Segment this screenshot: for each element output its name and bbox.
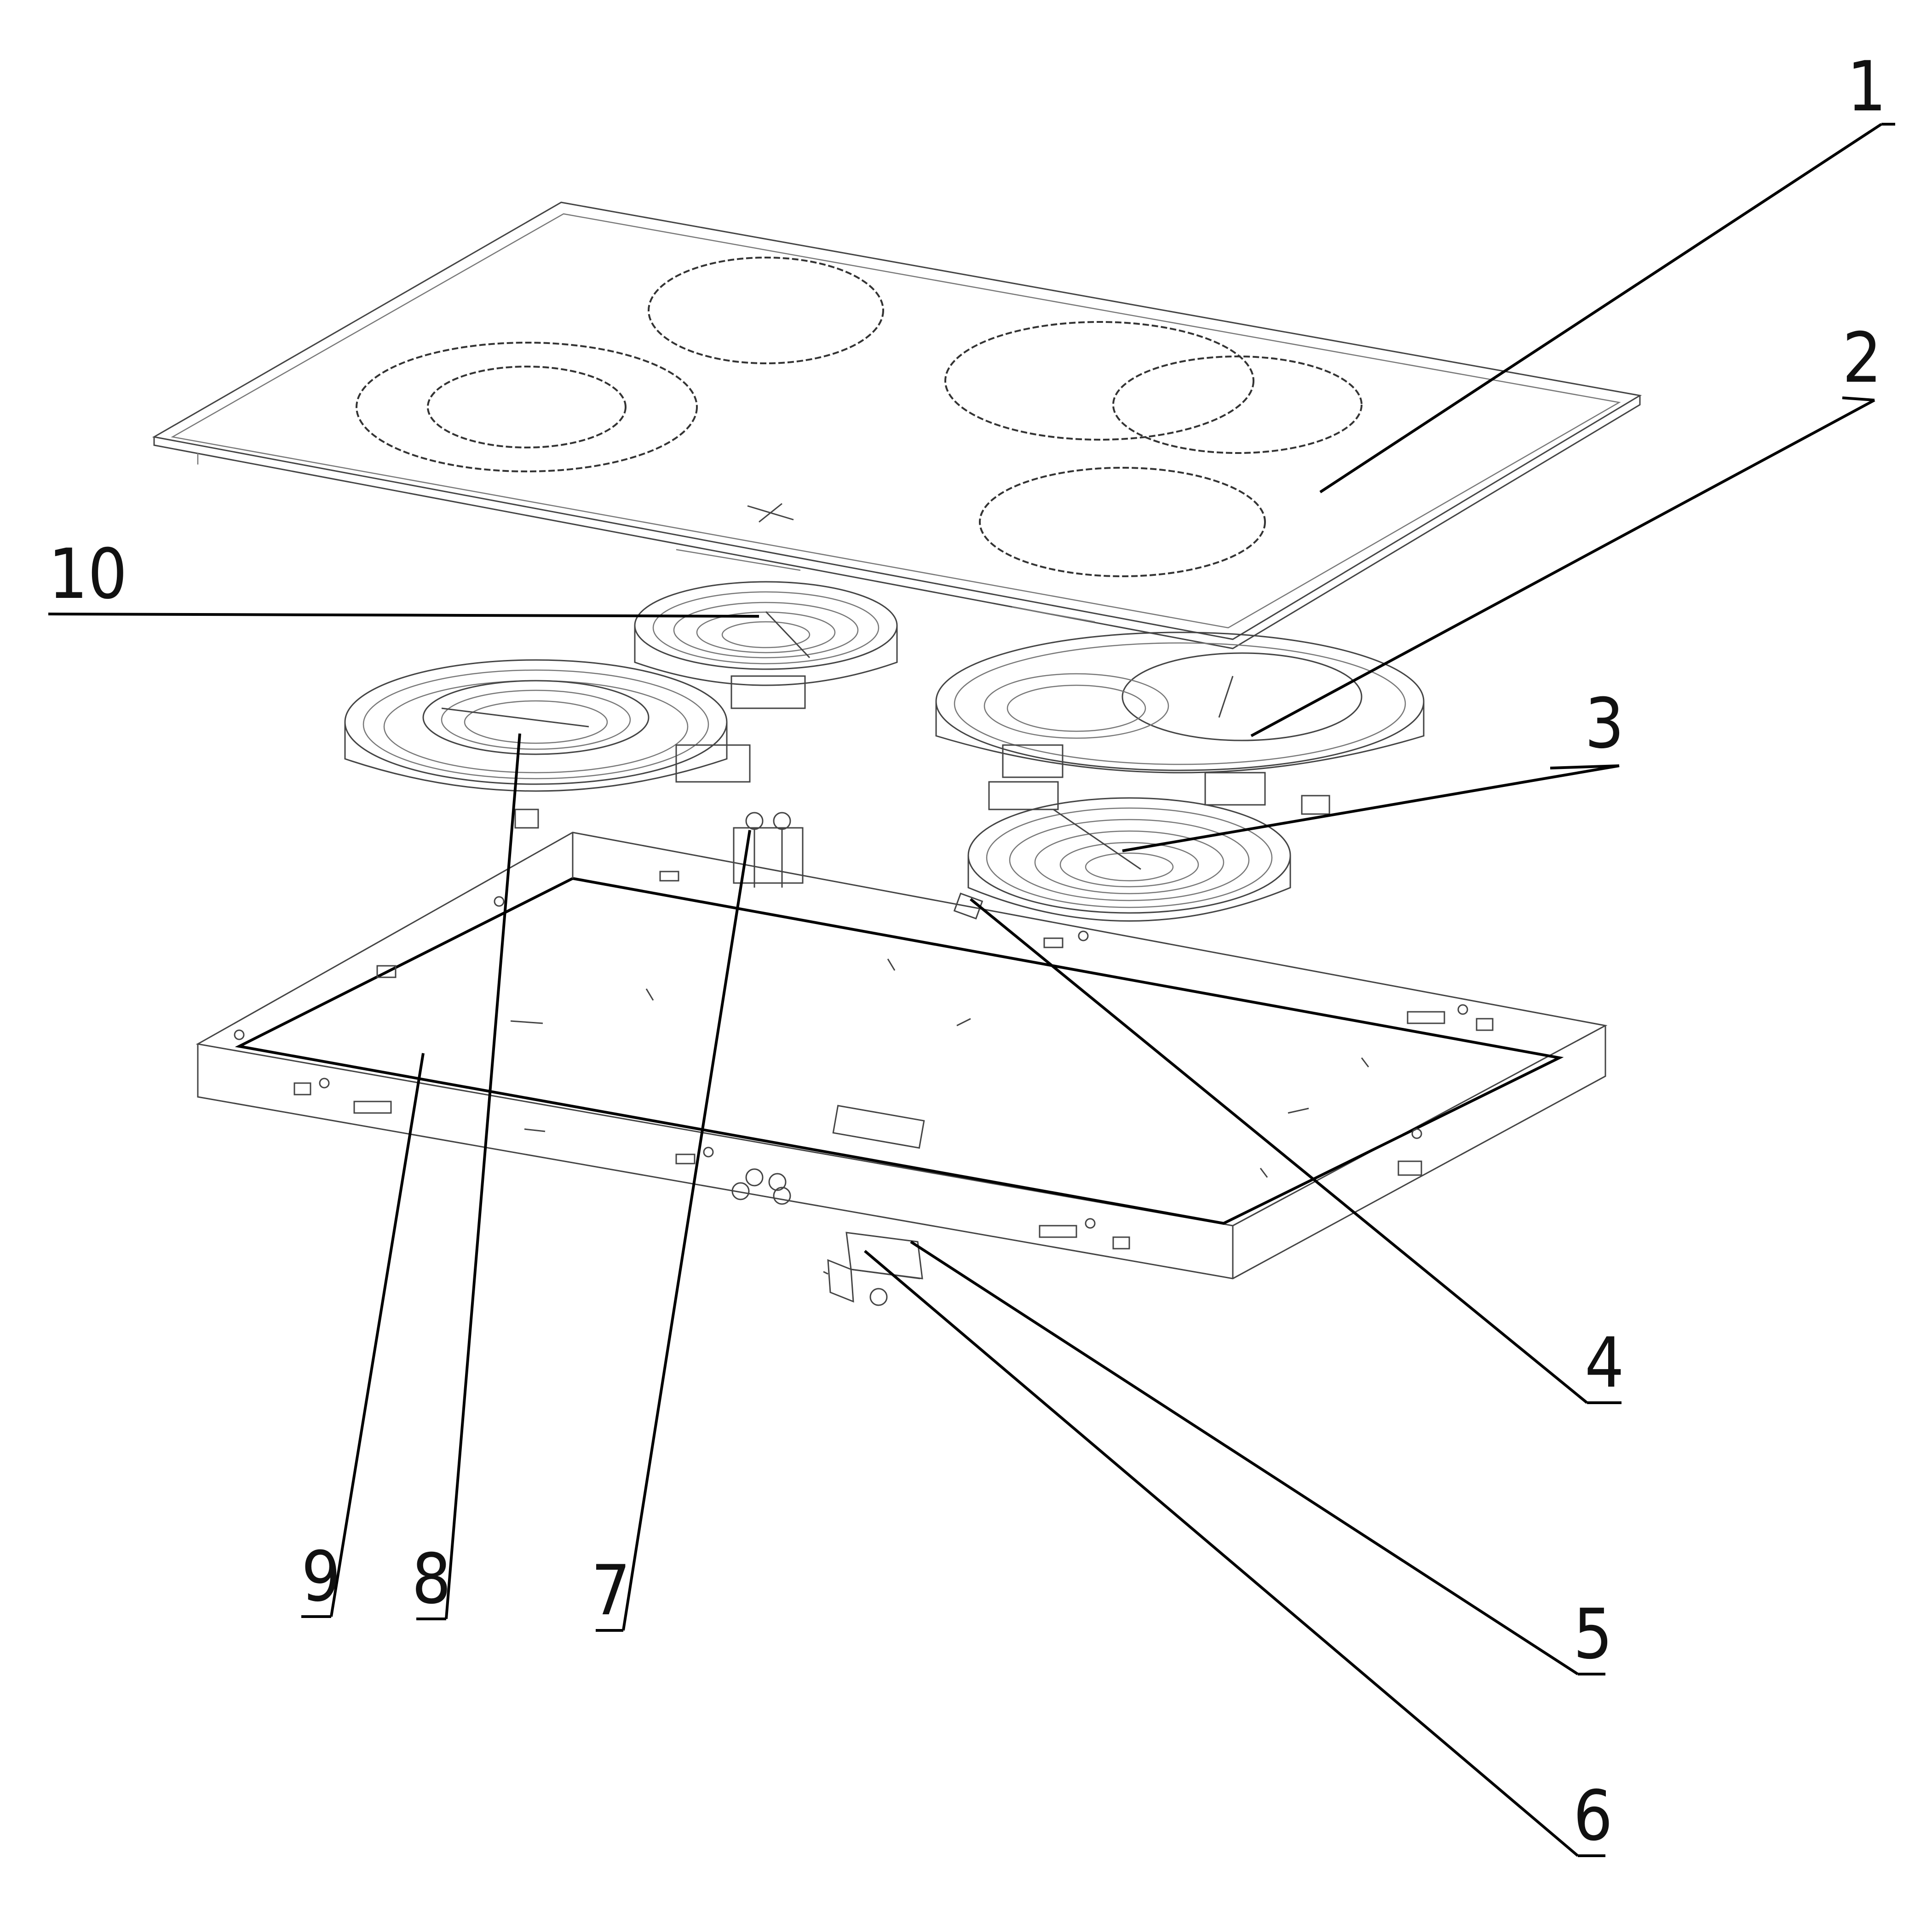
heating-element-10 — [634, 581, 898, 709]
heating-element-3 — [967, 781, 1291, 922]
callout-4: 4 — [1585, 1323, 1624, 1403]
callout-3: 3 — [1585, 684, 1624, 764]
leader-9 — [330, 1053, 425, 1617]
leader-4 — [970, 898, 1588, 1404]
glass-ceramic-top — [152, 201, 1642, 649]
terminal-block — [733, 812, 804, 888]
leader-6 — [864, 1250, 1579, 1857]
callout-5: 5 — [1573, 1595, 1613, 1675]
callout-10: 10 — [48, 534, 127, 614]
leader-2 — [1250, 399, 1875, 737]
small-connector — [953, 892, 983, 920]
base-tray — [196, 832, 1608, 1279]
heating-element-8 — [344, 659, 751, 829]
leader-3 — [1122, 764, 1620, 852]
callout-2: 2 — [1842, 318, 1882, 398]
leader-10 — [48, 613, 759, 618]
leader-7 — [622, 830, 751, 1631]
callout-7: 7 — [591, 1551, 631, 1631]
leader-1 — [1319, 123, 1882, 493]
leader-8 — [445, 733, 521, 1619]
callout-6: 6 — [1573, 1776, 1613, 1856]
callout-1: 1 — [1847, 47, 1886, 127]
bracket-assembly — [823, 1232, 923, 1306]
callout-8: 8 — [412, 1539, 451, 1619]
leader-lines — [48, 123, 1895, 1857]
heating-element-2 — [935, 631, 1425, 815]
callout-labels: 1 2 3 4 5 6 7 8 9 10 — [48, 47, 1886, 1856]
leader-5 — [910, 1240, 1579, 1675]
callout-9: 9 — [301, 1537, 341, 1617]
